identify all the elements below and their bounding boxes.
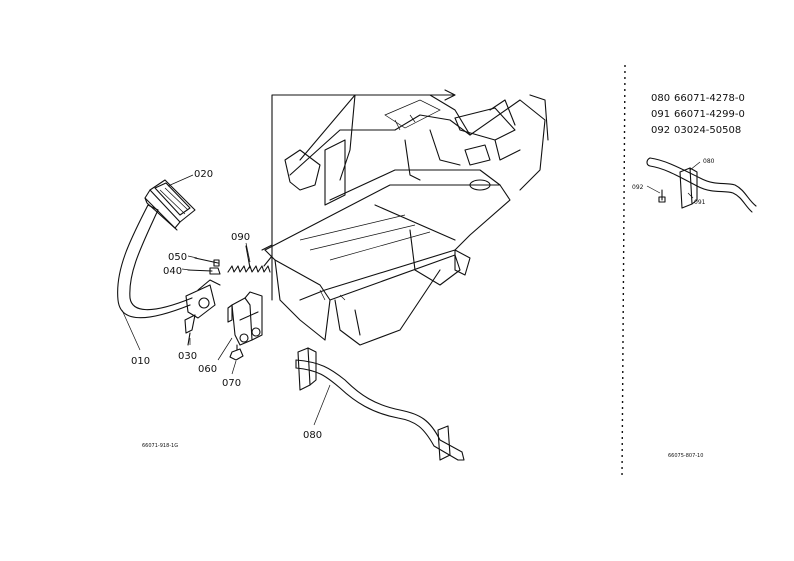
inset-rod-080 bbox=[646, 157, 757, 213]
drawing-code-right: 66075-807-10 bbox=[668, 453, 703, 459]
floor-plate bbox=[264, 169, 511, 346]
return-spring-090 bbox=[227, 245, 273, 273]
callout-020: 020 bbox=[194, 169, 213, 180]
callout-070: 070 bbox=[222, 378, 241, 389]
callout-010: 010 bbox=[131, 356, 150, 367]
callout-030: 030 bbox=[178, 351, 197, 362]
pedal-pad-020 bbox=[144, 179, 196, 231]
callout-080: 080 bbox=[303, 430, 322, 441]
parts-no-080: 66071-4278-0 bbox=[674, 93, 745, 104]
inset-callout-092: 092 bbox=[632, 184, 644, 191]
section-divider bbox=[621, 64, 626, 479]
callout-060: 060 bbox=[198, 364, 217, 375]
bolt-050 bbox=[194, 257, 220, 267]
drawing-code-left: 66071-918-1G bbox=[142, 443, 178, 449]
callout-leaders bbox=[121, 174, 331, 426]
parts-ref-092: 092 bbox=[651, 125, 670, 136]
parts-no-091: 66071-4299-0 bbox=[674, 109, 745, 120]
inset-callout-080: 080 bbox=[703, 158, 715, 165]
parts-no-092: 03024-50508 bbox=[674, 125, 741, 136]
clevis-030 bbox=[184, 314, 196, 346]
chassis-frame bbox=[284, 94, 549, 206]
inset-bolt-092 bbox=[658, 189, 666, 203]
bracket-060 bbox=[227, 291, 263, 346]
inset-view: 080 66071-4278-0 091 66071-4299-0 092 03… bbox=[632, 93, 757, 459]
parts-ref-080: 080 bbox=[651, 93, 670, 104]
main-exploded-view: 020 050 040 090 030 010 060 070 080 6607… bbox=[117, 89, 549, 461]
rod-080 bbox=[295, 347, 465, 461]
callout-090: 090 bbox=[231, 232, 250, 243]
inset-callout-091: 091 bbox=[694, 199, 706, 206]
pin-040 bbox=[187, 267, 221, 275]
parts-ref-091: 091 bbox=[651, 109, 670, 120]
callout-050: 050 bbox=[168, 252, 187, 263]
nut-070 bbox=[229, 344, 244, 361]
callout-040: 040 bbox=[163, 266, 182, 277]
